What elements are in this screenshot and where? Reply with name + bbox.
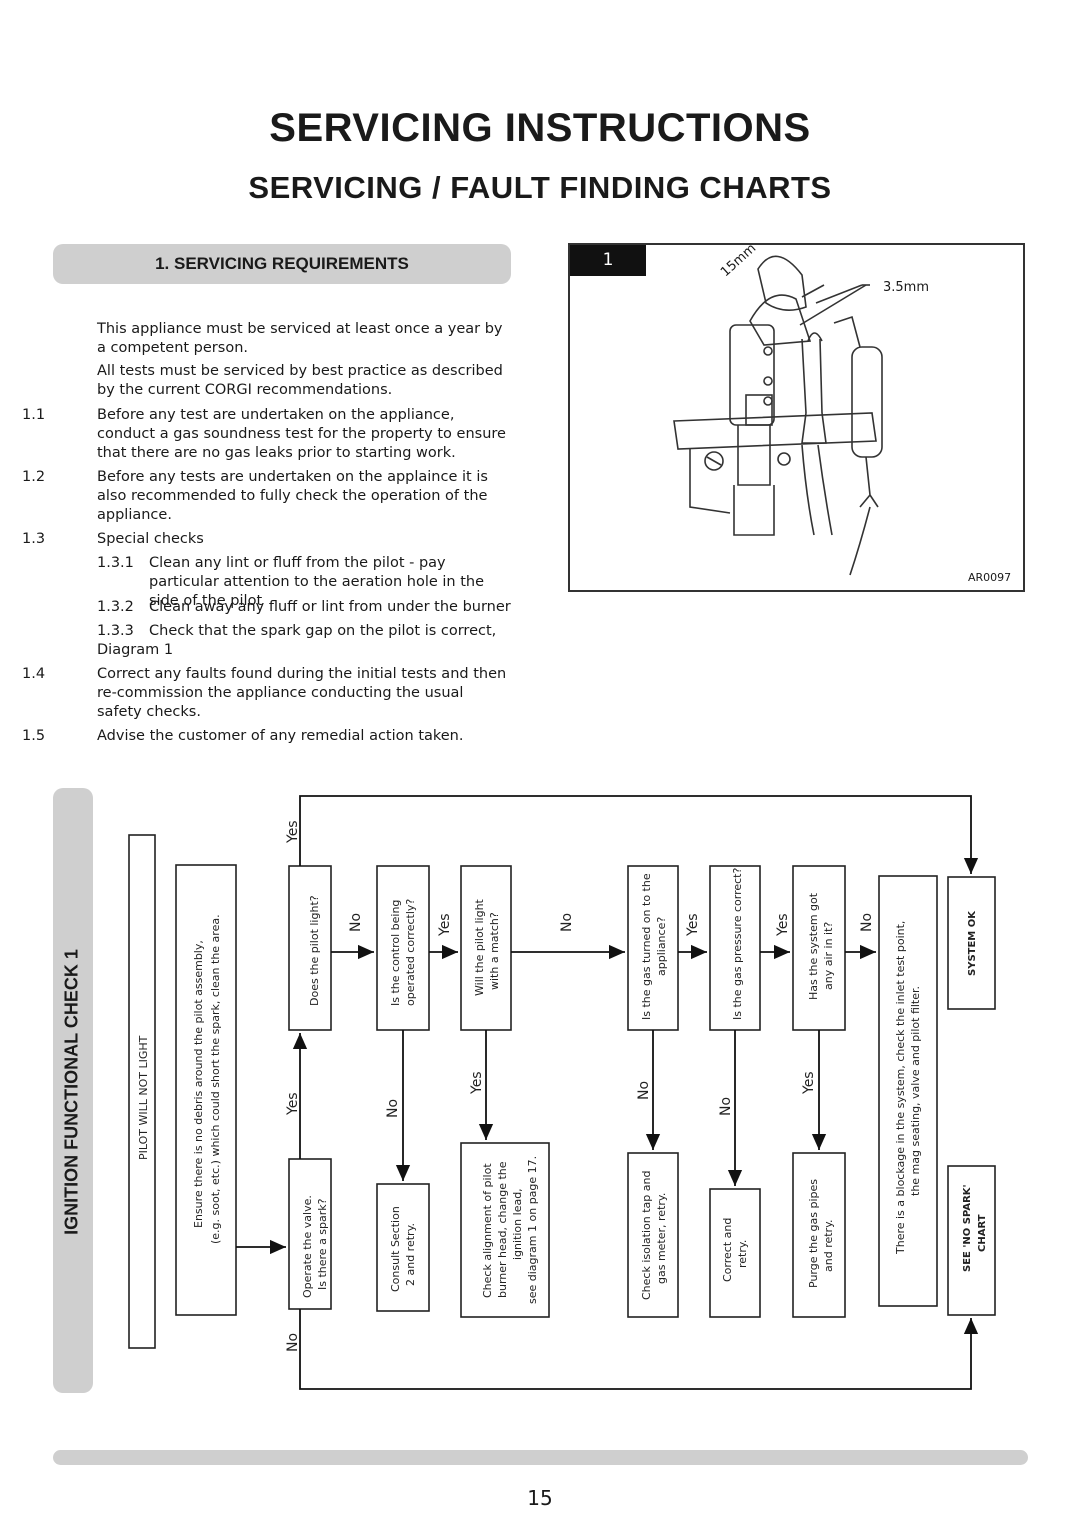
diagram-number: 1 bbox=[570, 245, 646, 276]
blockage-text: the mag seating, valve and pilot filter. bbox=[909, 986, 922, 1196]
system-ok-label: SYSTEM OK bbox=[967, 910, 978, 976]
branch-yes: Yes bbox=[437, 913, 453, 937]
match-question: with a match? bbox=[488, 912, 501, 990]
item-text: Before any test are undertaken on the ap… bbox=[97, 407, 506, 461]
item-number: 1.3.2 bbox=[97, 599, 134, 615]
flowchart-tab bbox=[53, 788, 93, 1393]
pilot-light-question: Does the pilot light? bbox=[308, 895, 321, 1006]
item-text: Check that the spark gap on the pilot is… bbox=[149, 623, 497, 639]
pilot-light-box bbox=[288, 865, 332, 1031]
alignment-text: Check alignment of pilot bbox=[481, 1163, 494, 1298]
blockage-box bbox=[878, 875, 938, 1307]
branch-no: No bbox=[559, 913, 575, 932]
page-number: 15 bbox=[527, 1486, 553, 1510]
ensure-box bbox=[175, 864, 237, 1316]
branch-yes: Yes bbox=[775, 913, 791, 937]
footer-bar bbox=[53, 1450, 1028, 1465]
air-question: any air in it? bbox=[822, 922, 835, 990]
item-text-continued: Diagram 1 bbox=[97, 642, 174, 658]
branch-no: No bbox=[859, 913, 875, 932]
pilot-diagram: 1 bbox=[568, 241, 1025, 592]
item-number: 1.1 bbox=[22, 407, 46, 423]
ensure-text: (e.g. soot, etc.) which could short the … bbox=[209, 914, 222, 1244]
gas-on-question: appliance? bbox=[655, 917, 668, 976]
air-box bbox=[792, 865, 846, 1031]
item-number: 1.5 bbox=[22, 728, 46, 744]
correct-box bbox=[709, 1188, 761, 1318]
gap-dimension-35mm: 3.5mm bbox=[883, 280, 930, 295]
air-question: Has the system got bbox=[807, 892, 820, 1000]
no-spark-label: CHART bbox=[977, 1214, 988, 1252]
spark-question: Operate the valve. bbox=[301, 1195, 314, 1298]
no-spark-label: SEE 'NO SPARK' bbox=[962, 1184, 973, 1272]
consult-text: 2 and retry. bbox=[404, 1223, 417, 1286]
intro-paragraph-2: All tests must be serviced by best pract… bbox=[97, 363, 503, 398]
item-number: 1.2 bbox=[22, 469, 46, 485]
branch-no: No bbox=[385, 1099, 401, 1118]
control-question: operated correctly? bbox=[404, 899, 417, 1006]
spark-box bbox=[288, 1158, 332, 1310]
branch-no: No bbox=[285, 1333, 301, 1352]
branch-yes: Yes bbox=[801, 1071, 817, 1095]
item-number: 1.4 bbox=[22, 666, 46, 682]
item-text: Correct any faults found during the init… bbox=[97, 666, 507, 720]
consult-text: Consult Section bbox=[389, 1206, 402, 1292]
correct-text: Correct and bbox=[721, 1218, 734, 1282]
branch-yes: Yes bbox=[285, 820, 301, 844]
isolation-box bbox=[627, 1152, 679, 1318]
branch-yes: Yes bbox=[685, 913, 701, 937]
intro-paragraph-1: This appliance must be serviced at least… bbox=[97, 321, 503, 356]
branch-no: No bbox=[636, 1081, 652, 1100]
start-box bbox=[128, 834, 156, 1349]
control-question: Is the control being bbox=[389, 900, 402, 1006]
ensure-text: Ensure there is no debris around the pil… bbox=[192, 940, 205, 1228]
section-header: 1. SERVICING REQUIREMENTS bbox=[53, 244, 511, 284]
branch-no: No bbox=[348, 913, 364, 932]
purge-text: and retry. bbox=[822, 1219, 835, 1272]
purge-box bbox=[792, 1152, 846, 1318]
item-text: Clean away any fluff or lint from under … bbox=[149, 599, 511, 615]
start-label: PILOT WILL NOT LIGHT bbox=[137, 1035, 150, 1160]
match-question: Will the pilot light bbox=[473, 898, 486, 996]
pilot-assembly-drawing bbox=[673, 255, 883, 576]
gas-on-box bbox=[627, 865, 679, 1031]
alignment-text: ignition lead, bbox=[511, 1188, 524, 1260]
isolation-text: gas meter, retry. bbox=[655, 1193, 668, 1284]
branch-no: No bbox=[718, 1097, 734, 1116]
system-ok-box bbox=[947, 876, 996, 1010]
item-text: Advise the customer of any remedial acti… bbox=[97, 728, 464, 744]
isolation-text: Check isolation tap and bbox=[640, 1171, 653, 1300]
section-title: 1. SERVICING REQUIREMENTS bbox=[155, 254, 409, 273]
consult-box bbox=[376, 1183, 430, 1312]
item-number: 1.3 bbox=[22, 531, 46, 547]
diagram-reference: AR0097 bbox=[968, 571, 1012, 584]
spark-question: Is there a spark? bbox=[316, 1198, 329, 1290]
item-number: 1.3.1 bbox=[97, 555, 134, 571]
alignment-text: burner head, change the bbox=[496, 1161, 509, 1298]
item-text: Special checks bbox=[97, 531, 204, 547]
page-subtitle: SERVICING / FAULT FINDING CHARTS bbox=[248, 170, 832, 205]
correct-text: retry. bbox=[736, 1240, 749, 1268]
match-box bbox=[460, 865, 512, 1031]
purge-text: Purge the gas pipes bbox=[807, 1179, 820, 1288]
alignment-box bbox=[460, 1142, 550, 1318]
item-number: 1.3.3 bbox=[97, 623, 134, 639]
gas-on-question: Is the gas turned on to the bbox=[640, 873, 653, 1020]
alignment-text: see diagram 1 on page 17. bbox=[526, 1156, 539, 1304]
branch-yes: Yes bbox=[285, 1092, 301, 1116]
pressure-question: Is the gas pressure correct? bbox=[731, 868, 744, 1020]
item-text: Clean any lint or fluff from the pilot -… bbox=[149, 555, 485, 609]
branch-yes: Yes bbox=[469, 1071, 485, 1095]
blockage-text: There is a blockage in the system, check… bbox=[894, 921, 907, 1255]
item-text: Before any tests are undertaken on the a… bbox=[97, 469, 488, 523]
no-spark-box bbox=[947, 1165, 996, 1316]
control-box bbox=[376, 865, 430, 1031]
page-title: SERVICING INSTRUCTIONS bbox=[269, 106, 811, 150]
